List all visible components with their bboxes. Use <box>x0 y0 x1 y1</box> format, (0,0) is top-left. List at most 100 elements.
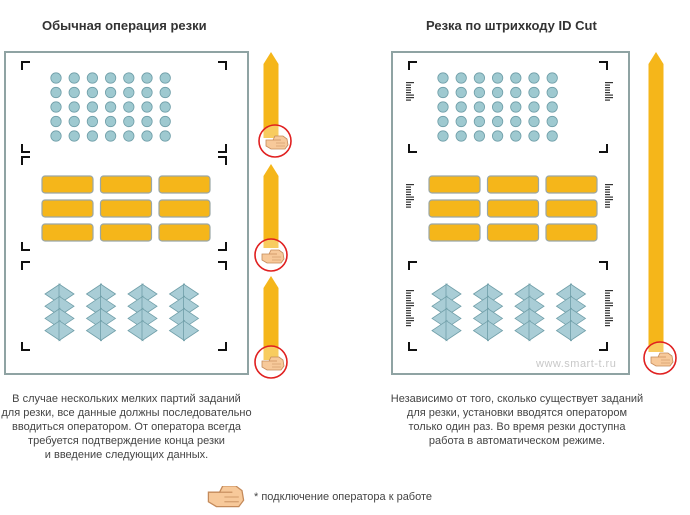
right-triangle-grid <box>431 283 587 342</box>
right-caption-line: работа в автоматическом режиме. <box>428 435 606 447</box>
dot <box>437 86 449 99</box>
right-caption-line: только один раз. Во время резки доступна <box>408 421 626 433</box>
triangle <box>183 319 200 342</box>
bar <box>428 199 481 218</box>
dot <box>546 86 558 99</box>
dot <box>86 101 99 113</box>
dot <box>473 101 485 113</box>
barcode-line <box>406 194 411 196</box>
crop-mark <box>218 144 227 153</box>
barcode-line <box>406 305 414 307</box>
left-caption-line: и введение следующих данных. <box>44 449 209 461</box>
barcode-line <box>605 189 610 191</box>
crop-mark <box>218 242 227 251</box>
dot <box>123 115 135 128</box>
triangle <box>570 319 587 342</box>
barcode-line <box>605 92 610 94</box>
dot <box>455 115 467 128</box>
crop-mark <box>218 342 227 351</box>
dot <box>86 72 99 84</box>
bar <box>158 175 211 194</box>
dot <box>50 86 62 99</box>
right-dot-grid <box>437 72 558 142</box>
barcode-line <box>406 189 411 191</box>
bar <box>99 223 153 242</box>
barcode-line <box>406 97 414 99</box>
dot <box>491 101 504 113</box>
barcode-line <box>406 315 411 317</box>
right-caption-line: Независимо от того, сколько существует з… <box>390 393 644 405</box>
legend: * подключение оператора к работе <box>206 486 432 508</box>
dot <box>159 101 171 113</box>
barcode-line <box>605 204 610 206</box>
barcode-line <box>605 97 613 99</box>
left-title: Обычная операция резки <box>42 18 207 33</box>
bar <box>158 199 211 218</box>
dot <box>123 101 135 113</box>
barcode-line <box>406 184 414 186</box>
barcode-line <box>406 310 411 312</box>
crop-mark <box>408 261 417 270</box>
barcode-line <box>605 305 613 307</box>
barcode-line <box>406 300 411 302</box>
crop-mark <box>408 61 417 70</box>
dot <box>141 101 153 113</box>
dot <box>510 130 522 142</box>
dot <box>159 115 171 128</box>
dot <box>528 115 540 128</box>
barcode-line <box>605 82 613 84</box>
right-sheet <box>391 51 630 375</box>
bar <box>158 223 211 242</box>
process-arrow <box>263 52 279 138</box>
barcode-line <box>406 87 411 89</box>
barcode-line <box>605 184 613 186</box>
crop-mark <box>21 144 30 153</box>
left-caption-line: вводиться оператором. От оператора всегд… <box>12 421 241 433</box>
dot <box>50 130 62 142</box>
crop-mark <box>599 144 608 153</box>
barcode-line <box>605 196 613 198</box>
dot <box>546 130 558 142</box>
left-dot-grid <box>50 72 171 142</box>
barcode-line <box>406 82 414 84</box>
barcode-line <box>605 320 613 322</box>
barcode-line <box>605 89 610 91</box>
dot <box>68 101 80 113</box>
right-caption: Независимо от того, сколько существует з… <box>372 392 662 448</box>
barcode-line <box>605 87 610 89</box>
barcode-line <box>406 312 411 314</box>
right-crop-marks <box>408 61 608 351</box>
dot <box>159 86 171 99</box>
barcode-line <box>406 317 414 319</box>
dot <box>546 115 558 128</box>
crop-mark <box>21 156 30 165</box>
barcode-line <box>406 320 414 322</box>
barcode-line <box>406 92 411 94</box>
dot <box>86 130 99 142</box>
right-barcodes <box>406 82 613 327</box>
dot <box>68 115 80 128</box>
dot <box>437 72 449 84</box>
crop-mark <box>21 342 30 351</box>
crop-mark <box>21 261 30 270</box>
barcode-line <box>605 201 610 203</box>
dot <box>510 72 522 84</box>
bar <box>545 175 598 194</box>
crop-mark <box>218 156 227 165</box>
barcode-line <box>406 322 411 324</box>
barcode-line <box>406 191 411 193</box>
crop-mark <box>599 61 608 70</box>
barcode-line <box>605 322 610 324</box>
dot <box>455 101 467 113</box>
dot <box>50 101 62 113</box>
dot <box>105 130 117 142</box>
dot <box>141 86 153 99</box>
triangle <box>100 319 117 342</box>
barcode-line <box>605 84 610 86</box>
barcode-line <box>406 186 411 188</box>
triangle <box>141 319 158 342</box>
barcode-line <box>605 191 610 193</box>
bar <box>545 223 598 242</box>
barcode-line <box>406 307 411 309</box>
